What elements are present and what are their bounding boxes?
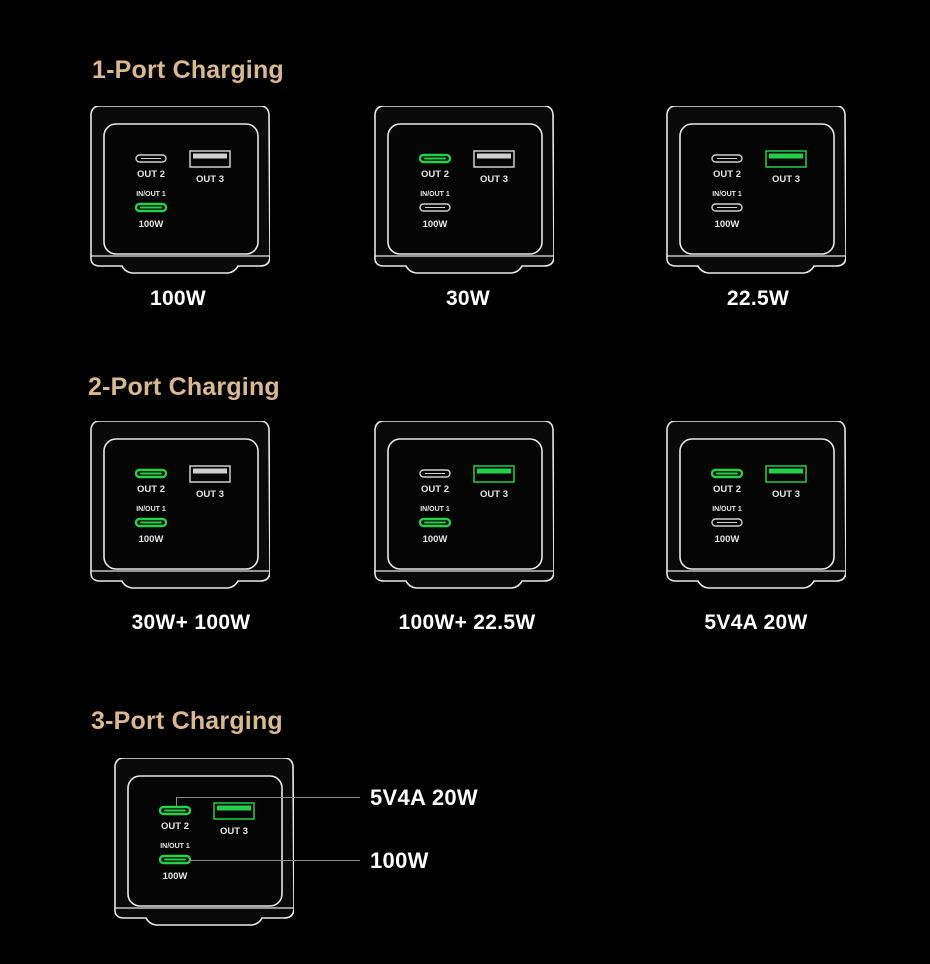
port-label-out3: OUT 3 xyxy=(480,489,508,500)
port-label-inout1: IN/OUT 1 xyxy=(712,506,742,513)
port-label-out3: OUT 3 xyxy=(772,489,800,500)
device-face-panel xyxy=(103,438,259,570)
port-label-out3: OUT 3 xyxy=(220,826,248,837)
caption-2port-5v4a-20w: 5V4A 20W xyxy=(704,611,808,634)
port-label-inout1-wattage: 100W xyxy=(422,534,448,545)
port-label-out3: OUT 3 xyxy=(196,174,224,185)
usb-c-port-inout1-icon xyxy=(711,203,743,212)
usb-c-port-inout1-icon xyxy=(134,202,168,213)
usb-a-port-out3-icon xyxy=(189,465,231,483)
port-label-out2: OUT 2 xyxy=(421,484,449,495)
device-body-svg xyxy=(666,421,846,589)
device-1port-out3: OUT 2 OUT 3 IN/OUT 1 100W xyxy=(666,106,846,276)
port-label-inout1-wattage: 100W xyxy=(714,219,740,230)
device-face-panel xyxy=(387,123,543,255)
port-label-out3: OUT 3 xyxy=(480,174,508,185)
caption-1port-22-5w: 22.5W xyxy=(726,287,790,310)
port-label-out3: OUT 3 xyxy=(772,174,800,185)
device-body-svg xyxy=(90,421,270,589)
device-face-panel xyxy=(679,123,835,255)
device-face-panel xyxy=(387,438,543,570)
usb-a-port-out3-icon xyxy=(213,802,255,820)
port-label-inout1-wattage: 100W xyxy=(422,219,448,230)
usb-c-port-inout1-active-fill xyxy=(140,521,162,524)
section-title-2-port: 2-Port Charging xyxy=(88,373,280,401)
leader-line-out xyxy=(176,797,360,798)
usb-c-port-out2-active-fill xyxy=(164,809,186,812)
section-title-1-port: 1-Port Charging xyxy=(92,56,284,84)
device-face-panel xyxy=(103,123,259,255)
port-label-inout1: IN/OUT 1 xyxy=(712,191,742,198)
device-body-svg xyxy=(374,106,554,274)
usb-a-port-out3-tongue xyxy=(193,153,227,159)
port-label-inout1-wattage: 100W xyxy=(714,534,740,545)
leader-line-inout1 xyxy=(190,860,360,861)
usb-c-port-inout1-icon xyxy=(418,517,452,528)
usb-c-port-out2-icon xyxy=(134,468,168,479)
port-label-out2: OUT 2 xyxy=(713,169,741,180)
leader-line-out-stub xyxy=(176,797,177,806)
port-label-inout1: IN/OUT 1 xyxy=(160,843,190,850)
usb-a-port-out3-tongue xyxy=(193,468,227,474)
usb-a-port-out3-tongue xyxy=(477,153,511,159)
usb-a-port-out3-icon xyxy=(473,465,515,483)
device-1port-out2: OUT 2 OUT 3 IN/OUT 1 100W xyxy=(374,106,554,276)
port-label-out2: OUT 2 xyxy=(137,169,165,180)
section-title-3-port: 3-Port Charging xyxy=(91,707,283,735)
port-label-out2: OUT 2 xyxy=(161,821,189,832)
port-label-out3: OUT 3 xyxy=(196,489,224,500)
port-label-inout1-wattage: 100W xyxy=(162,871,188,882)
usb-a-port-out3-icon xyxy=(765,465,807,483)
port-label-out2: OUT 2 xyxy=(713,484,741,495)
device-3port: OUT 2 OUT 3 IN/OUT 1 100W xyxy=(114,758,294,928)
usb-c-port-inout1-icon xyxy=(419,203,451,212)
usb-c-port-out2-active-fill xyxy=(140,472,162,475)
usb-c-port-out2-icon xyxy=(711,154,743,163)
usb-a-port-out3-tongue xyxy=(217,805,251,811)
usb-c-port-inout1-active-fill xyxy=(164,858,186,861)
caption-1port-30w: 30W xyxy=(445,287,491,310)
device-2port-out3-inout1: OUT 2 OUT 3 IN/OUT 1 100W xyxy=(374,421,554,591)
usb-a-port-out3-icon xyxy=(189,150,231,168)
usb-c-port-out2-icon xyxy=(135,154,167,163)
usb-a-port-out3-icon xyxy=(473,150,515,168)
usb-c-port-inout1-icon xyxy=(134,517,168,528)
port-label-out2: OUT 2 xyxy=(421,169,449,180)
usb-c-port-inout1-icon xyxy=(711,518,743,527)
device-2port-out2-out3: OUT 2 OUT 3 IN/OUT 1 100W xyxy=(666,421,846,591)
device-body-svg xyxy=(90,106,270,274)
usb-c-port-inout1-active-fill xyxy=(140,206,162,209)
usb-c-port-inout1-icon xyxy=(158,854,192,865)
usb-c-port-out2-icon xyxy=(710,468,744,479)
port-label-inout1-wattage: 100W xyxy=(138,219,164,230)
caption-2port-30w-100w: 30W+ 100W xyxy=(131,611,251,634)
caption-1port-100w: 100W xyxy=(149,287,207,310)
callout-100w: 100W xyxy=(370,848,429,873)
device-body-svg xyxy=(114,758,294,926)
device-face-panel xyxy=(127,775,283,907)
port-label-inout1-wattage: 100W xyxy=(138,534,164,545)
usb-c-port-inout1-active-fill xyxy=(424,521,446,524)
usb-c-port-out2-icon xyxy=(158,805,192,816)
usb-a-port-out3-tongue xyxy=(477,468,511,474)
device-face-panel xyxy=(679,438,835,570)
usb-c-port-out2-icon xyxy=(419,469,451,478)
usb-c-port-out2-active-fill xyxy=(424,157,446,160)
usb-a-port-out3-icon xyxy=(765,150,807,168)
usb-c-port-out2-icon xyxy=(418,153,452,164)
device-1port-inout1: OUT 2 OUT 3 IN/OUT 1 100W xyxy=(90,106,270,276)
port-label-inout1: IN/OUT 1 xyxy=(420,506,450,513)
usb-c-port-out2-active-fill xyxy=(716,472,738,475)
usb-a-port-out3-tongue xyxy=(769,468,803,474)
port-label-out2: OUT 2 xyxy=(137,484,165,495)
device-2port-out2-inout1: OUT 2 OUT 3 IN/OUT 1 100W xyxy=(90,421,270,591)
callout-5v4a-20w: 5V4A 20W xyxy=(370,785,478,810)
device-body-svg xyxy=(666,106,846,274)
device-body-svg xyxy=(374,421,554,589)
caption-2port-100w-22-5w: 100W+ 22.5W xyxy=(398,611,536,634)
port-label-inout1: IN/OUT 1 xyxy=(136,191,166,198)
port-label-inout1: IN/OUT 1 xyxy=(420,191,450,198)
usb-a-port-out3-tongue xyxy=(769,153,803,159)
port-label-inout1: IN/OUT 1 xyxy=(136,506,166,513)
